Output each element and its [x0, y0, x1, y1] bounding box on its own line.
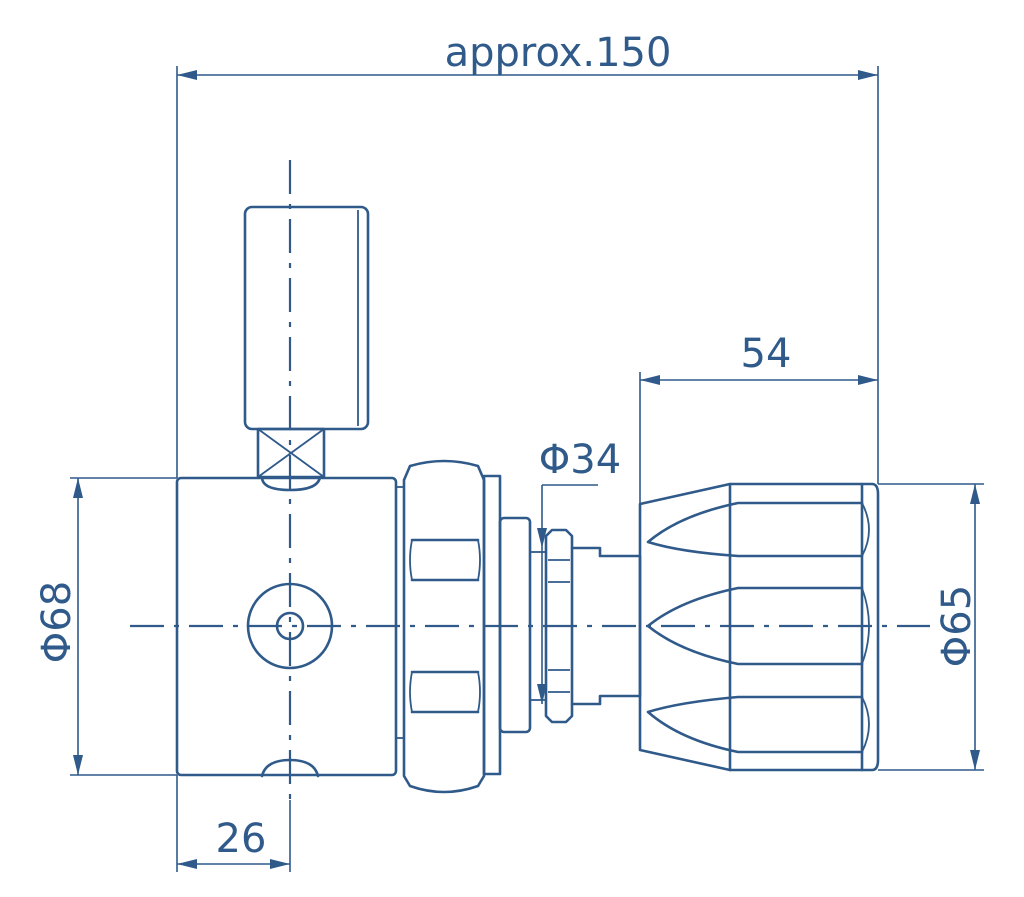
gauge-assembly — [243, 205, 370, 492]
overall-length-label: approx.150 — [445, 30, 672, 76]
hex-nut-curve-a — [409, 539, 413, 581]
knob-flute-top-end — [861, 502, 870, 557]
hex-nut-curve-b — [477, 539, 481, 581]
phi34-arrow-top — [537, 528, 547, 548]
overall-length-dimension: approx.150 — [176, 30, 879, 484]
hex-nut-curve-c — [409, 671, 413, 713]
phi34-arrow-bottom — [537, 684, 547, 704]
knob-diameter-label: Φ65 — [934, 585, 980, 667]
offset-arrow-right — [270, 859, 290, 869]
knob-diameter-dimension: Φ65 — [878, 483, 984, 771]
gauge-neck-cross-b — [257, 428, 325, 478]
knob-flute-bottom-end — [861, 696, 870, 753]
port-offset-label: 26 — [216, 816, 267, 862]
knob-flute-top — [646, 501, 864, 558]
knob-flute-bottom — [646, 695, 864, 754]
port-offset-dimension: 26 — [176, 775, 291, 872]
knob-arrow-left — [640, 375, 660, 385]
lock-nut-outline — [544, 528, 574, 724]
knob-arrow-right — [858, 375, 878, 385]
stem-diameter-dimension: Φ34 — [537, 437, 621, 704]
gauge-neck-base — [260, 475, 322, 492]
lock-nut — [544, 528, 574, 724]
phi68-arrow-bottom — [73, 755, 83, 775]
stem-diameter-label: Φ34 — [539, 437, 621, 483]
hex-nut-outline — [402, 459, 486, 794]
phi68-arrow-top — [73, 478, 83, 498]
phi65-arrow-top — [970, 484, 980, 504]
knob-length-label: 54 — [741, 331, 792, 377]
knob-outline — [638, 482, 880, 772]
offset-arrow-left — [177, 859, 197, 869]
hex-nut — [402, 459, 486, 794]
gauge-housing — [243, 205, 370, 431]
arrow-right — [858, 70, 878, 80]
knob-length-dimension: 54 — [639, 331, 878, 504]
arrow-left — [177, 70, 197, 80]
body-diameter-label: Φ68 — [34, 581, 80, 663]
phi65-arrow-bottom — [970, 750, 980, 770]
hex-nut-curve-d — [477, 671, 481, 713]
body-diameter-dimension: Φ68 — [34, 477, 177, 776]
